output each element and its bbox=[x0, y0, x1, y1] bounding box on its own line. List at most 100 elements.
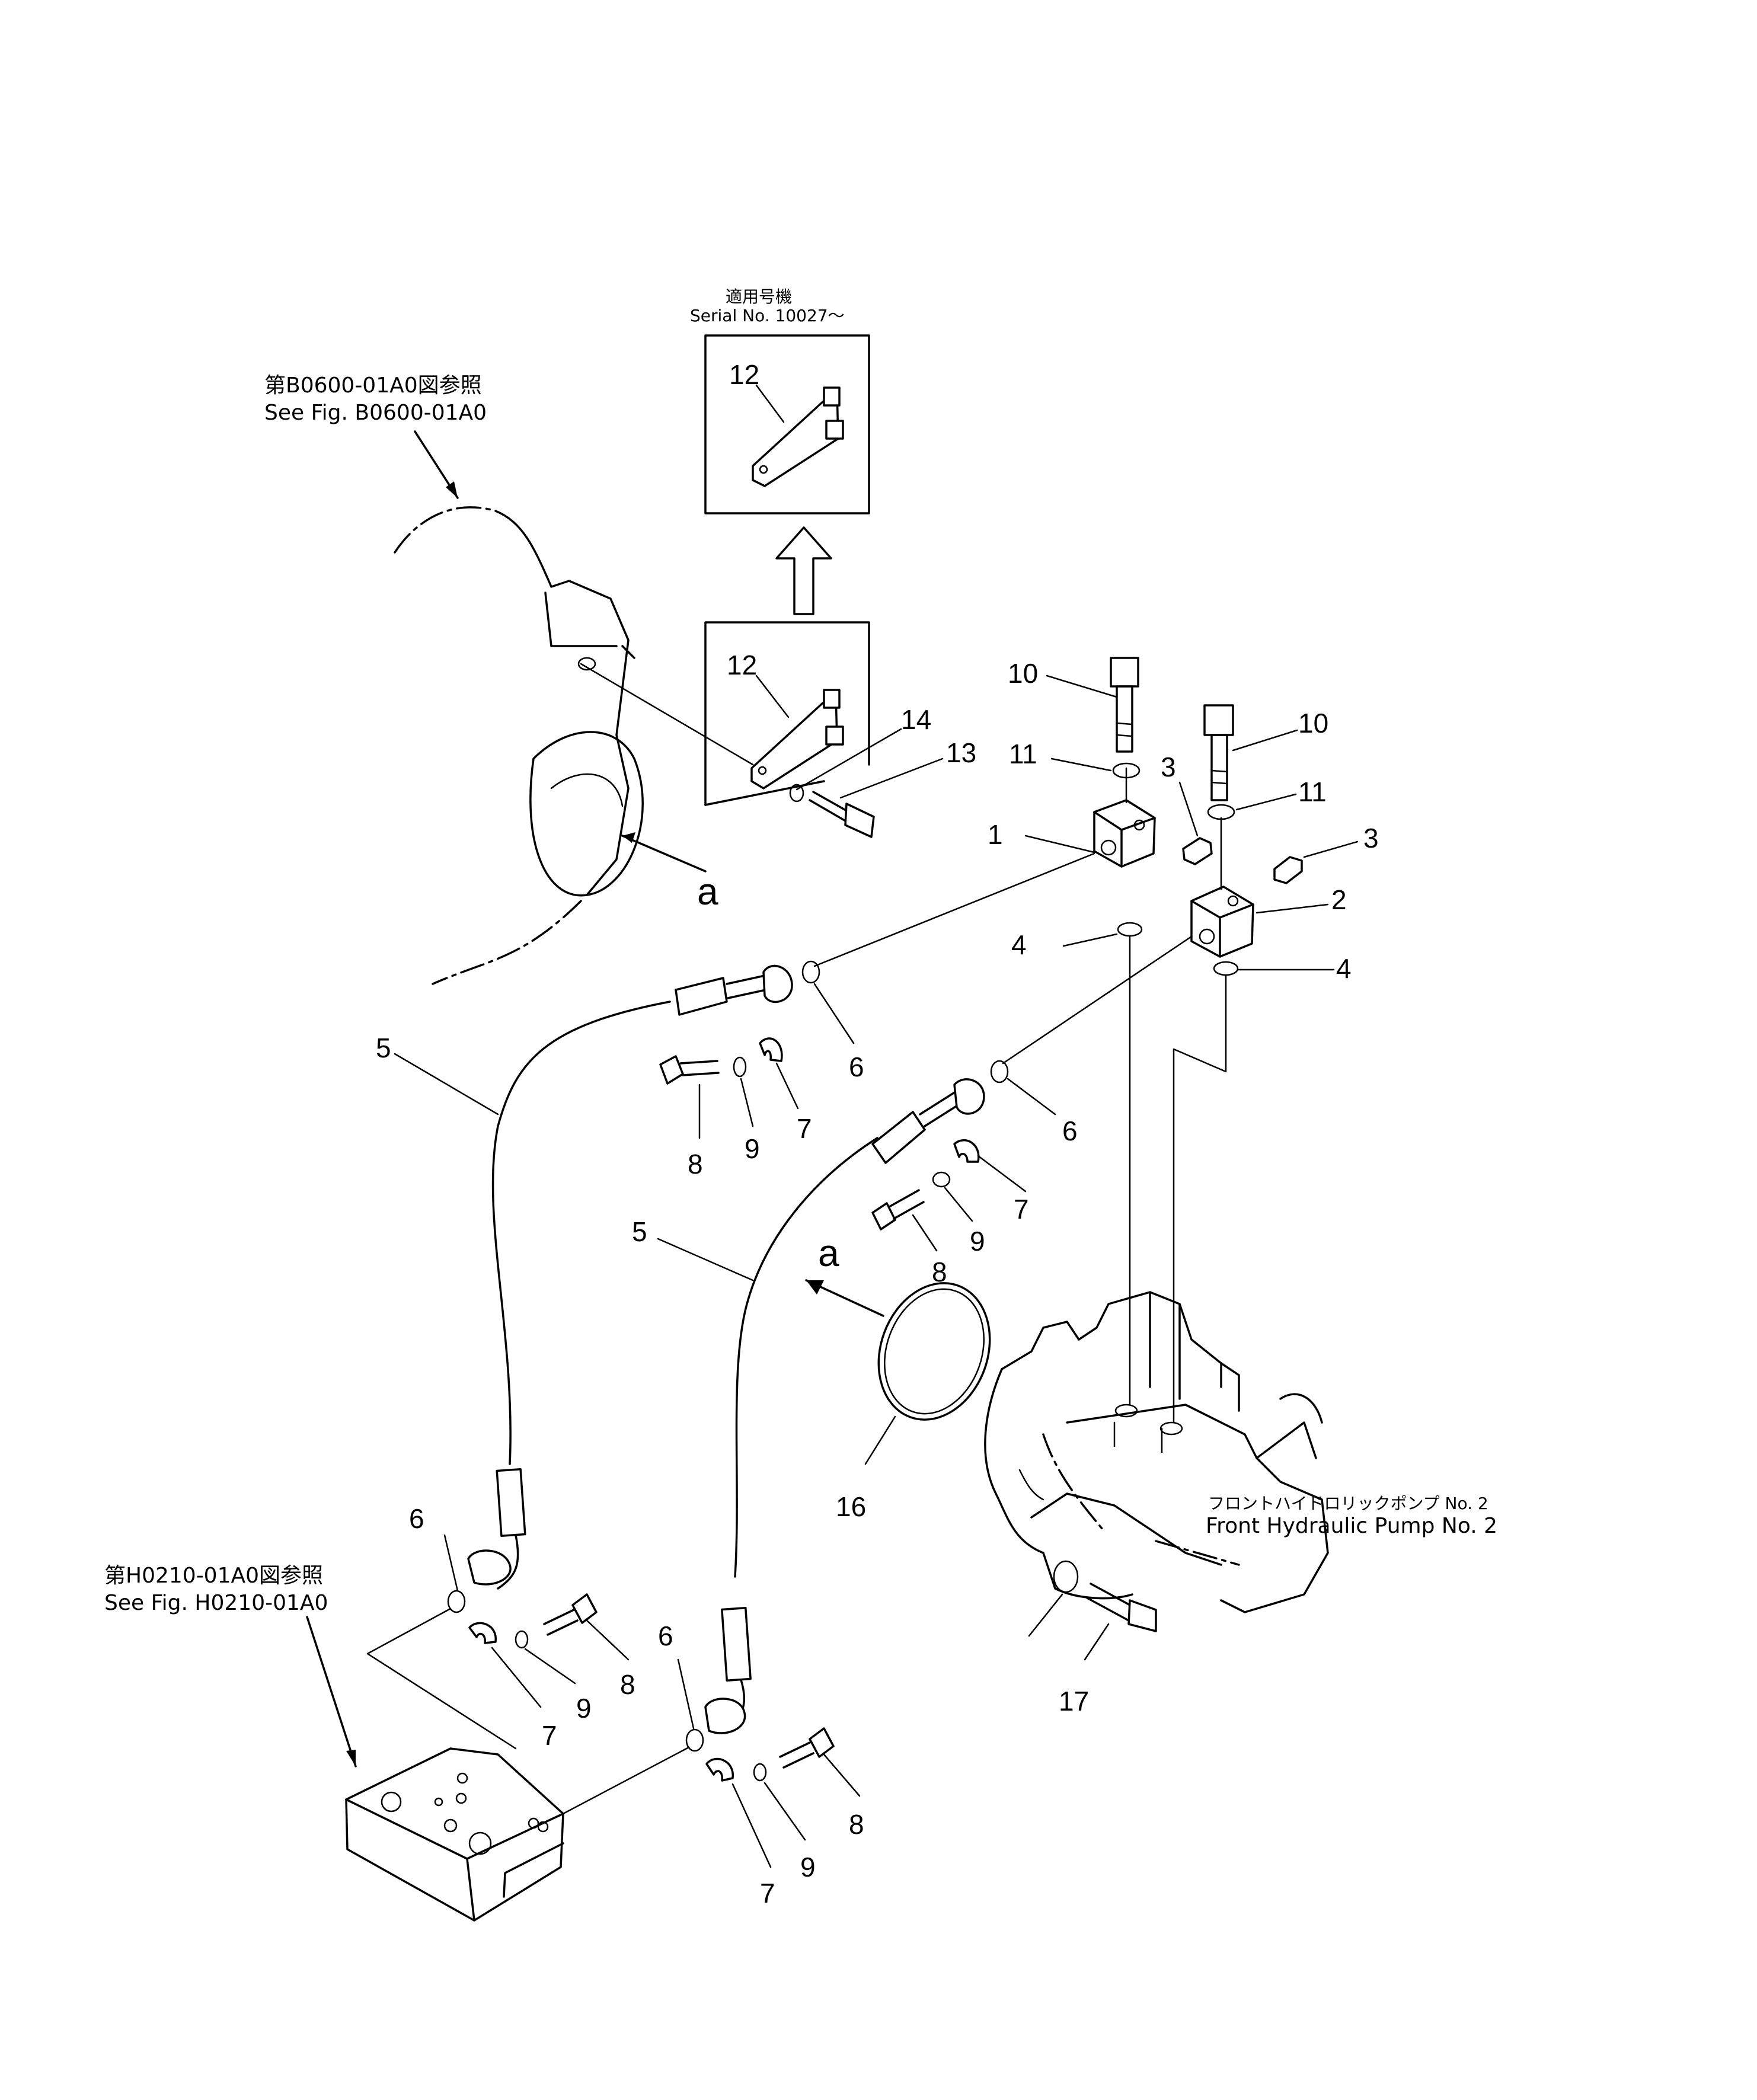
flywheel-housing bbox=[394, 506, 644, 985]
leader-6-lower-left bbox=[443, 1534, 459, 1592]
callout-7-upper-left: 7 bbox=[797, 1113, 812, 1144]
clamp-7-lower-mid bbox=[705, 1757, 734, 1782]
ref2-arrow-line bbox=[306, 1616, 357, 1767]
leader-5-left bbox=[394, 1053, 499, 1115]
callout-6-upper-left: 6 bbox=[849, 1051, 864, 1082]
callout-1: 1 bbox=[988, 819, 1003, 850]
ref-note-b0600-en: See Fig. B0600-01A0 bbox=[264, 401, 487, 425]
leader-7-upper-left bbox=[775, 1062, 799, 1110]
leader-10-left bbox=[1046, 675, 1118, 698]
callout-9-middle: 9 bbox=[970, 1226, 985, 1257]
leader-3-right bbox=[1303, 840, 1359, 858]
callout-10-right: 10 bbox=[1298, 708, 1328, 739]
bracket-12 bbox=[750, 689, 844, 790]
leader-9-middle bbox=[944, 1187, 973, 1222]
block-2 bbox=[1190, 886, 1254, 958]
bolt-8-upper-left bbox=[659, 1055, 720, 1085]
callout-3-right: 3 bbox=[1363, 823, 1379, 854]
standard-inset-box bbox=[704, 621, 870, 806]
washer-9-lower-left bbox=[515, 1630, 529, 1649]
callout-11-right: 11 bbox=[1298, 776, 1327, 807]
hose-fitting-lower-mid bbox=[704, 1607, 752, 1734]
washer-9-upper-left bbox=[733, 1056, 747, 1078]
bolt-8-lower-left bbox=[543, 1593, 598, 1636]
oring-6-lower-left bbox=[447, 1590, 466, 1613]
ref-arrow-head bbox=[446, 481, 458, 498]
ref-note-b0600-jp: 第B0600-01A0図参照 bbox=[264, 373, 482, 398]
leader-17 bbox=[1028, 1593, 1063, 1637]
leader-8-lower-left bbox=[586, 1619, 630, 1661]
view-a-pointer-line bbox=[621, 835, 707, 872]
view-a-pointer-head bbox=[622, 832, 635, 843]
leader-7-middle bbox=[977, 1155, 1027, 1193]
washer-9-lower-mid bbox=[753, 1763, 767, 1782]
callout-7-middle: 7 bbox=[1014, 1194, 1029, 1225]
callout-6-lower-left: 6 bbox=[409, 1503, 424, 1534]
leader-12-inset bbox=[755, 384, 785, 423]
bolt-10-right bbox=[1203, 704, 1234, 801]
callout-8-lower-mid: 8 bbox=[849, 1809, 864, 1840]
callout-2: 2 bbox=[1331, 884, 1347, 915]
callout-7-lower-mid: 7 bbox=[760, 1878, 775, 1909]
callout-15: 16 bbox=[836, 1491, 866, 1522]
hose-5-middle bbox=[734, 1137, 878, 1578]
leader-1 bbox=[1024, 835, 1095, 854]
leader-10-right bbox=[1232, 729, 1298, 752]
oring-6-lower-mid bbox=[685, 1728, 704, 1752]
hose-5-left bbox=[491, 1001, 671, 1465]
oring-6-upper-left bbox=[801, 960, 820, 984]
callout-14: 14 bbox=[901, 704, 931, 735]
oring-6-middle bbox=[990, 1060, 1009, 1083]
bolt-13 bbox=[809, 791, 875, 838]
washer-11-right bbox=[1207, 804, 1235, 820]
leader-11-right bbox=[1235, 793, 1297, 811]
leader-9-lower-mid bbox=[764, 1782, 806, 1841]
assembly-line-6-upper-left bbox=[813, 852, 1095, 967]
bolt-8-lower-mid bbox=[779, 1727, 835, 1769]
leader-8-lower-mid bbox=[823, 1753, 861, 1797]
assembly-line-6-middle bbox=[1002, 935, 1193, 1065]
leader-14 bbox=[796, 728, 902, 791]
leader-11-left bbox=[1050, 757, 1112, 772]
leader-6-middle bbox=[1007, 1078, 1056, 1115]
leader-7-lower-left bbox=[491, 1647, 542, 1708]
callout-12-inset: 12 bbox=[729, 359, 759, 390]
callout-8-upper-left: 8 bbox=[688, 1149, 703, 1180]
leader-16 bbox=[1084, 1623, 1110, 1661]
view-a-label-mid: a bbox=[818, 1232, 839, 1274]
callout-4-right: 4 bbox=[1336, 953, 1352, 984]
leader-7-lower-mid bbox=[731, 1783, 772, 1868]
ref-note-h0210-jp: 第H0210-01A0図参照 bbox=[104, 1564, 323, 1588]
front-hydraulic-pump-no2 bbox=[984, 1291, 1329, 1613]
fitting-3-left bbox=[1182, 837, 1213, 865]
leader-13 bbox=[839, 757, 944, 799]
assembly-line-4-right bbox=[1173, 974, 1227, 1424]
leader-4-left bbox=[1062, 933, 1118, 947]
oring-4-left bbox=[1117, 922, 1143, 937]
callout-12: 12 bbox=[727, 650, 757, 680]
leader-2 bbox=[1256, 903, 1329, 914]
pump-label-en: Front Hydraulic Pump No. 2 bbox=[1206, 1514, 1497, 1538]
block-1 bbox=[1093, 799, 1156, 868]
view-a-label-top: a bbox=[697, 870, 718, 913]
leader-6-lower-mid bbox=[677, 1658, 695, 1730]
assembly-line-6-lower-left bbox=[366, 1607, 517, 1750]
clamp-7-middle bbox=[953, 1139, 980, 1163]
serial-inset-box bbox=[704, 334, 870, 514]
callout-10-left: 10 bbox=[1008, 658, 1038, 689]
ref-note-h0210-en: See Fig. H0210-01A0 bbox=[104, 1591, 328, 1615]
assembly-line-6-lower-mid bbox=[562, 1746, 690, 1815]
serial-note-jp: 適用号機 bbox=[726, 287, 792, 306]
callout-16: 17 bbox=[1059, 1686, 1089, 1717]
clamp-7-upper-left bbox=[759, 1037, 783, 1062]
washer-14 bbox=[789, 784, 804, 803]
hose-fitting-middle bbox=[871, 1078, 985, 1164]
fitting-3-right bbox=[1273, 856, 1303, 884]
washer-9-middle bbox=[932, 1171, 951, 1188]
washer-17 bbox=[1053, 1560, 1079, 1593]
leader-6-upper-left bbox=[813, 983, 855, 1044]
callout-4-left: 4 bbox=[1011, 929, 1027, 960]
leader-15 bbox=[864, 1415, 896, 1465]
